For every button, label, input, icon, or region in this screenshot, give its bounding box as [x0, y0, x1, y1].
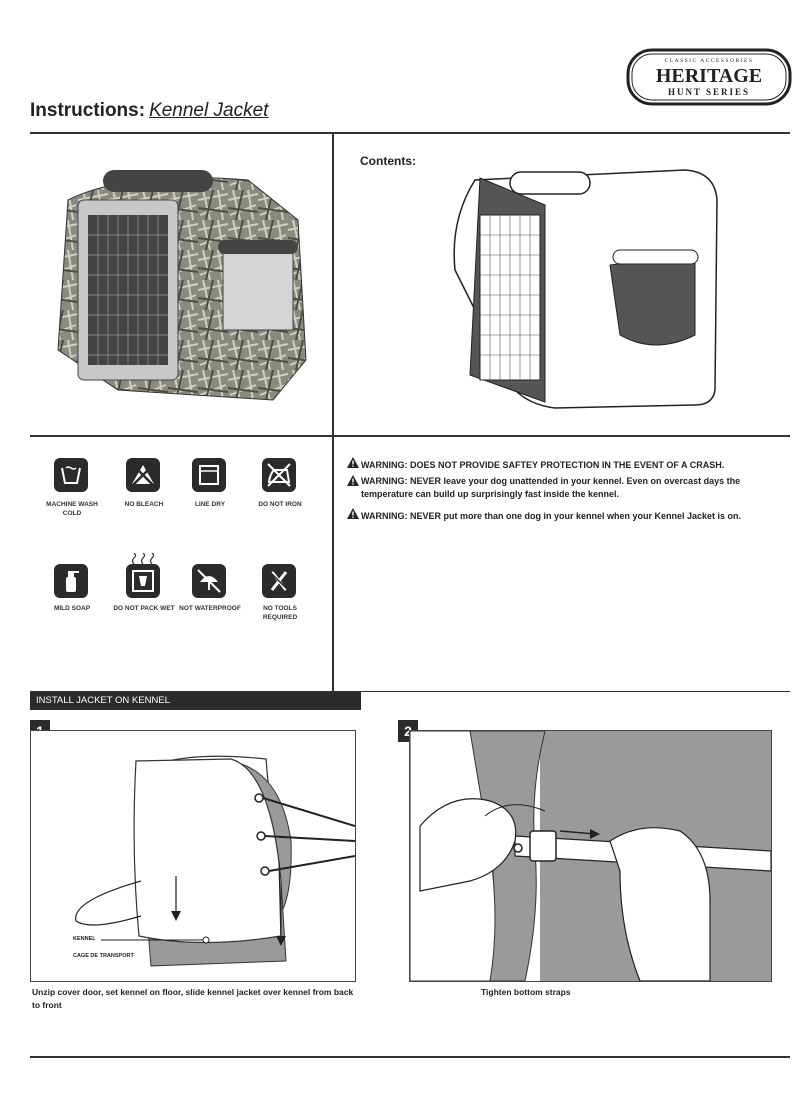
page-title: Instructions:Kennel Jacket — [30, 100, 268, 122]
do-not-iron-icon — [262, 458, 296, 492]
title-main: Instructions: — [30, 100, 146, 121]
label-cage: CAGE DE TRANSPORT — [73, 953, 134, 959]
mild-soap-icon — [54, 564, 88, 598]
care-label-line-dry: LINE DRY — [194, 501, 226, 508]
step-1-caption: Unzip cover door, set kennel on floor, s… — [32, 987, 354, 1010]
no-bleach-icon — [126, 458, 160, 492]
machine-wash-icon — [54, 458, 88, 492]
care-instructions: MACHINE WASH COLD NO BLEACH LINE DRY DO … — [40, 458, 330, 658]
do-not-pack-wet-icon — [126, 564, 160, 598]
no-tools-icon — [262, 564, 296, 598]
warning-text-2: WARNING: NEVER leave your dog unattended… — [361, 476, 741, 499]
line-dry-icon — [192, 458, 226, 492]
contents-illustration — [445, 160, 725, 410]
logo-series: HUNT SERIES — [667, 87, 751, 97]
label-kennel: KENNEL — [73, 936, 96, 942]
logo-brand: HERITAGE — [655, 65, 763, 87]
contents-label: Contents: — [360, 154, 416, 168]
not-waterproof-icon — [192, 564, 226, 598]
warning-2: WARNING: NEVER leave your dog unattended… — [347, 475, 777, 501]
care-label-mild-soap: MILD SOAP — [53, 605, 91, 612]
title-sub: Kennel Jacket — [149, 100, 269, 121]
product-photo — [48, 160, 318, 410]
heritage-logo: CLASSIC ACCESSORIES HERITAGE HUNT SERIES — [626, 48, 792, 106]
divider-bottom — [30, 1056, 790, 1058]
logo-top-text: CLASSIC ACCESSORIES — [664, 58, 754, 64]
step-2-panel — [409, 730, 772, 982]
warning-text-1: WARNING: DOES NOT PROVIDE SAFTEY PROTECT… — [361, 460, 725, 470]
divider-mid — [30, 435, 790, 437]
divider-install — [30, 691, 790, 692]
care-label-do-not-iron: DO NOT IRON — [258, 501, 302, 508]
divider-top — [30, 132, 790, 134]
install-section-title: INSTALL JACKET ON KENNEL — [30, 692, 361, 710]
warning-1: WARNING: DOES NOT PROVIDE SAFTEY PROTECT… — [347, 457, 777, 472]
warning-icon — [347, 475, 361, 501]
care-label-no-tools: NO TOOLS REQUIRED — [262, 605, 298, 621]
warning-icon — [347, 508, 361, 523]
warning-text-3: WARNING: NEVER put more than one dog in … — [361, 511, 742, 521]
warning-3: WARNING: NEVER put more than one dog in … — [347, 508, 777, 523]
care-label-not-waterproof: NOT WATERPROOF — [179, 605, 241, 612]
steam-icon — [128, 552, 158, 565]
step-2-caption: Tighten bottom straps — [481, 987, 571, 997]
step-1-panel: KENNEL CAGE DE TRANSPORT — [30, 730, 356, 982]
care-label-machine-wash: MACHINE WASH COLD — [46, 501, 98, 517]
care-label-do-not-pack-wet: DO NOT PACK WET — [113, 605, 175, 612]
divider-vertical — [332, 132, 334, 692]
warning-icon — [347, 457, 361, 472]
care-label-no-bleach: NO BLEACH — [124, 501, 164, 508]
